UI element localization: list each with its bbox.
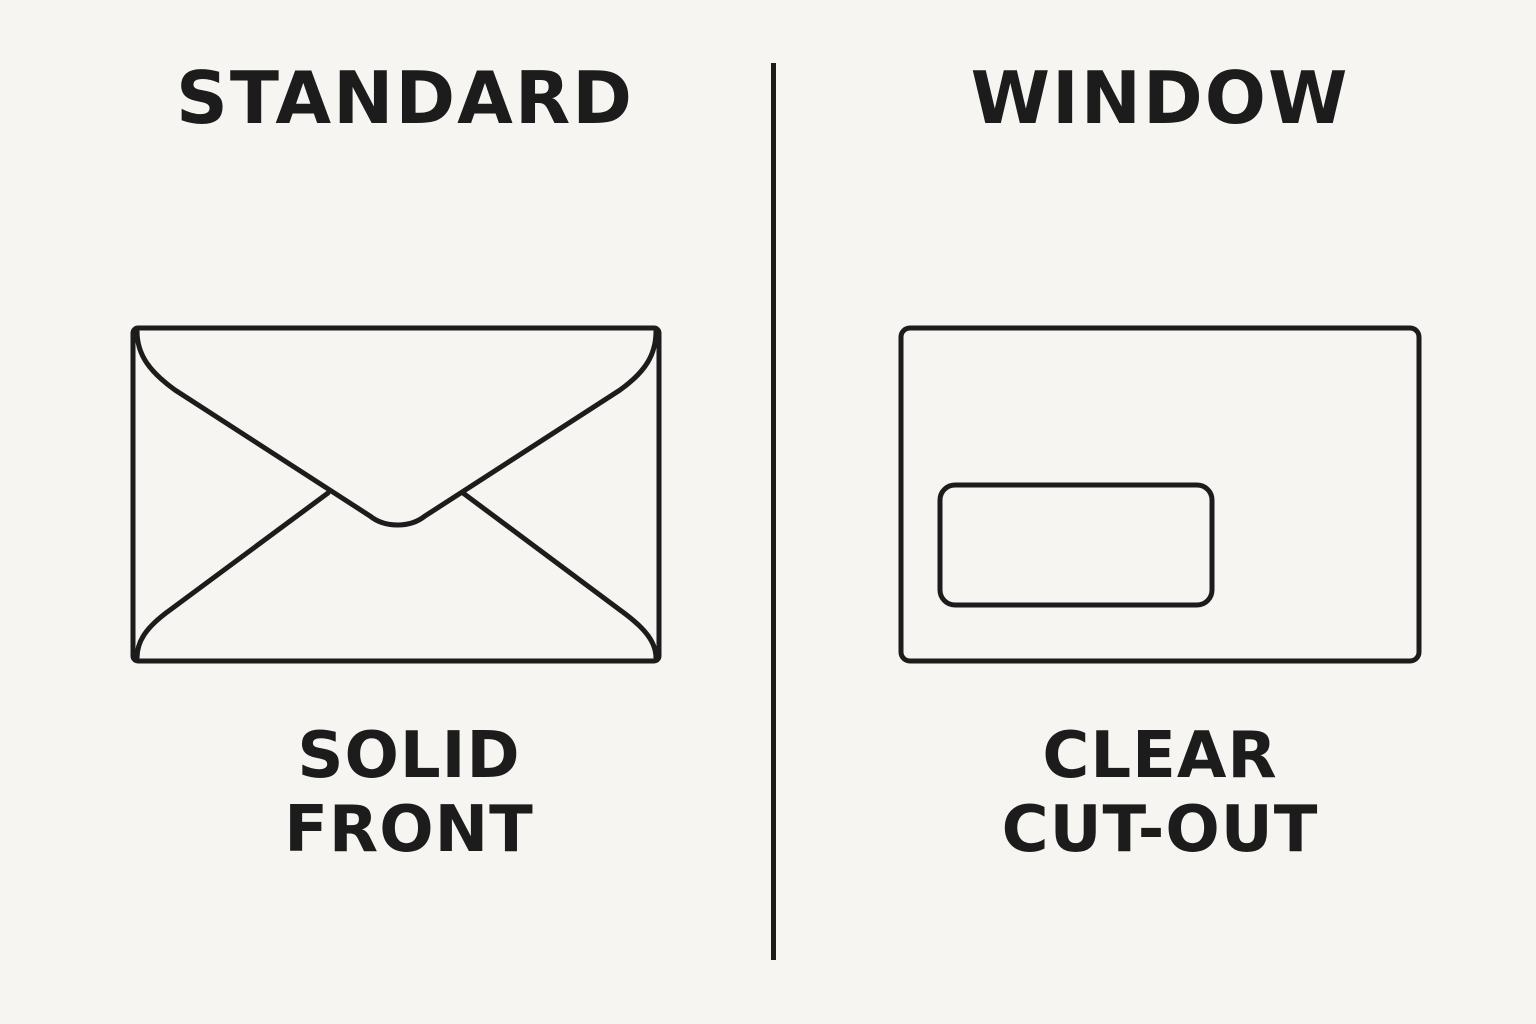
standard-caption-line-1: SOLID: [297, 719, 521, 793]
window-cutout: [937, 482, 1215, 608]
standard-title: STANDARD: [175, 56, 635, 140]
standard-caption: SOLID FRONT: [150, 719, 668, 867]
window-title: WINDOW: [970, 56, 1350, 140]
window-caption-line-1: CLEAR: [1042, 719, 1278, 793]
envelope-back-icon: [130, 325, 662, 664]
divider: [771, 63, 776, 960]
window-caption: CLEAR CUT-OUT: [900, 719, 1420, 867]
window-caption-line-2: CUT-OUT: [1001, 793, 1319, 867]
standard-caption-line-2: FRONT: [284, 793, 534, 867]
window-envelope-icon: [898, 325, 1422, 664]
